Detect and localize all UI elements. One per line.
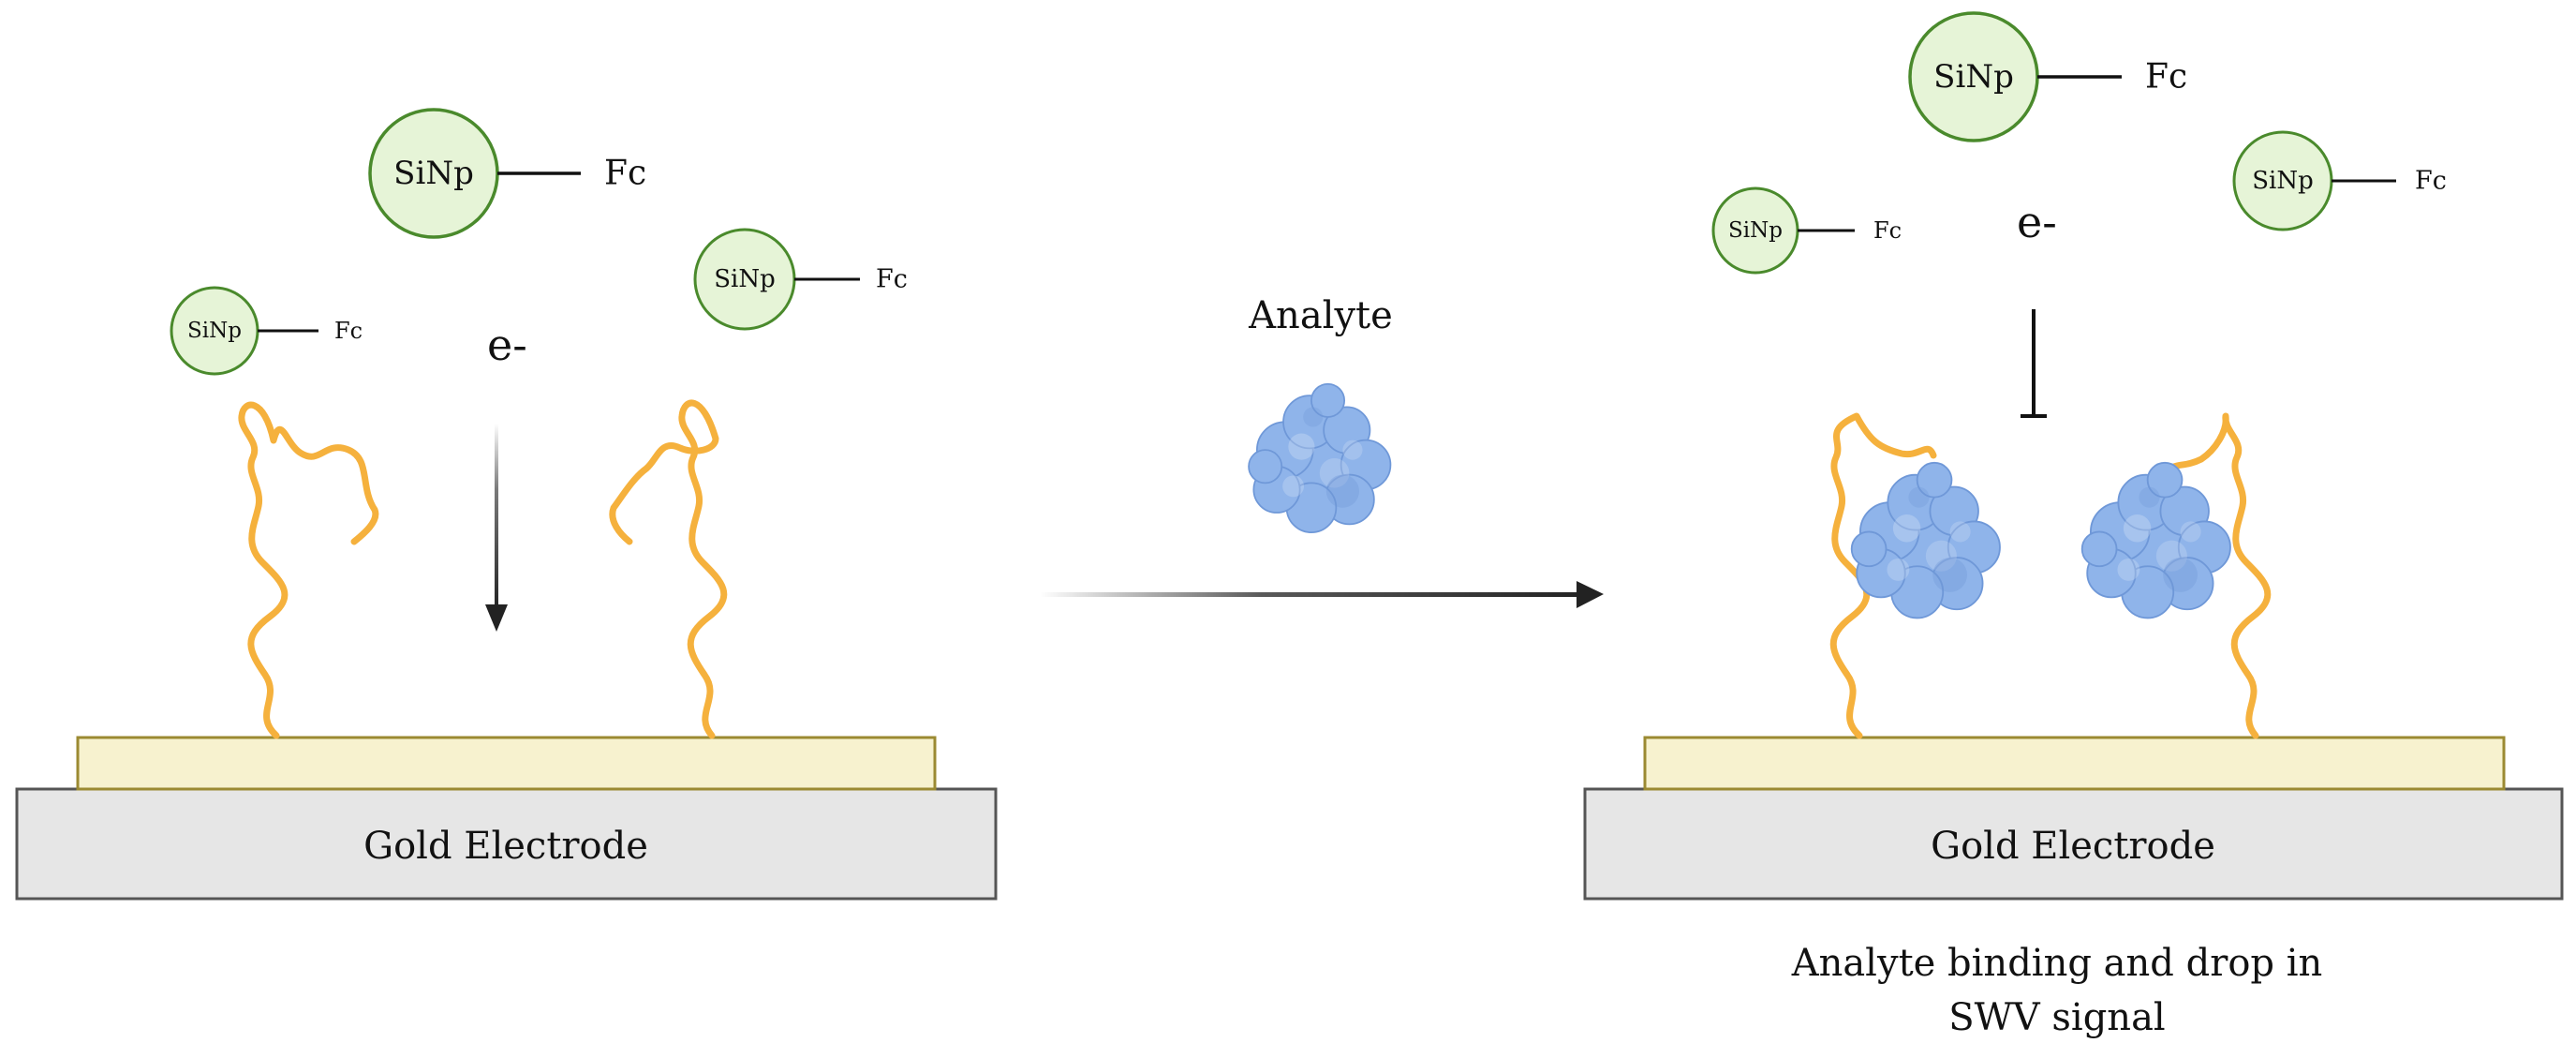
- left-np-small-label: SiNp: [187, 319, 242, 343]
- left-np-large-fc: Fc: [604, 155, 646, 193]
- left-panel: Gold Electrode e- SiNp Fc SiNp Fc SiNp: [15, 108, 998, 901]
- left-nanoparticle-large: SiNp Fc: [368, 108, 646, 239]
- right-panel: Gold Electrode e- SiNp Fc SiNp Fc SiNp: [1583, 11, 2564, 1039]
- left-np-small-fc: Fc: [334, 318, 363, 344]
- transition-arrowhead: [1577, 581, 1604, 608]
- caption-line-1: Analyte binding and drop in: [1791, 942, 2323, 985]
- right-np-large-fc: Fc: [2145, 58, 2187, 97]
- analyte-label: Analyte: [1248, 294, 1393, 337]
- left-np-medium-label: SiNp: [714, 265, 776, 293]
- transition-arrow-shaft: [1040, 592, 1592, 597]
- left-aptamer-2: [609, 399, 728, 739]
- right-nanoparticle-medium: SiNp Fc: [2232, 130, 2447, 231]
- right-np-medium-fc: Fc: [2415, 167, 2447, 196]
- left-electrode-label: Gold Electrode: [363, 825, 648, 868]
- middle-transition: Analyte: [1040, 294, 1604, 608]
- right-electrode-label: Gold Electrode: [1931, 825, 2215, 868]
- right-aptamer-1: [1829, 412, 1937, 739]
- right-nanoparticle-small: SiNp Fc: [1711, 186, 1902, 275]
- right-np-small-fc: Fc: [1873, 217, 1902, 244]
- left-np-large-label: SiNp: [393, 155, 474, 192]
- right-np-large-label: SiNp: [1933, 58, 2014, 96]
- caption-line-2: SWV signal: [1948, 996, 2165, 1039]
- free-analyte-protein: [1248, 382, 1392, 534]
- right-np-medium-label: SiNp: [2252, 167, 2314, 195]
- right-aptamer-2: [2165, 412, 2272, 739]
- right-gold-electrode: Gold Electrode: [1583, 736, 2564, 901]
- left-aptamer-1: [238, 401, 379, 739]
- left-electron-label: e-: [487, 320, 527, 370]
- left-nanoparticle-small: SiNp Fc: [170, 286, 363, 376]
- bound-analyte-protein-2: [2080, 461, 2231, 619]
- right-electron-label: e-: [2017, 197, 2057, 247]
- left-electron-arrow-shaft: [495, 424, 498, 611]
- right-np-small-label: SiNp: [1728, 218, 1783, 243]
- right-nanoparticle-large: SiNp Fc: [1908, 11, 2187, 142]
- bound-analyte-protein-1: [1850, 461, 2001, 619]
- left-nanoparticle-medium: SiNp Fc: [693, 228, 908, 331]
- left-np-medium-fc: Fc: [876, 265, 908, 294]
- left-electron-arrowhead: [485, 604, 508, 632]
- left-gold-electrode: Gold Electrode: [15, 736, 998, 901]
